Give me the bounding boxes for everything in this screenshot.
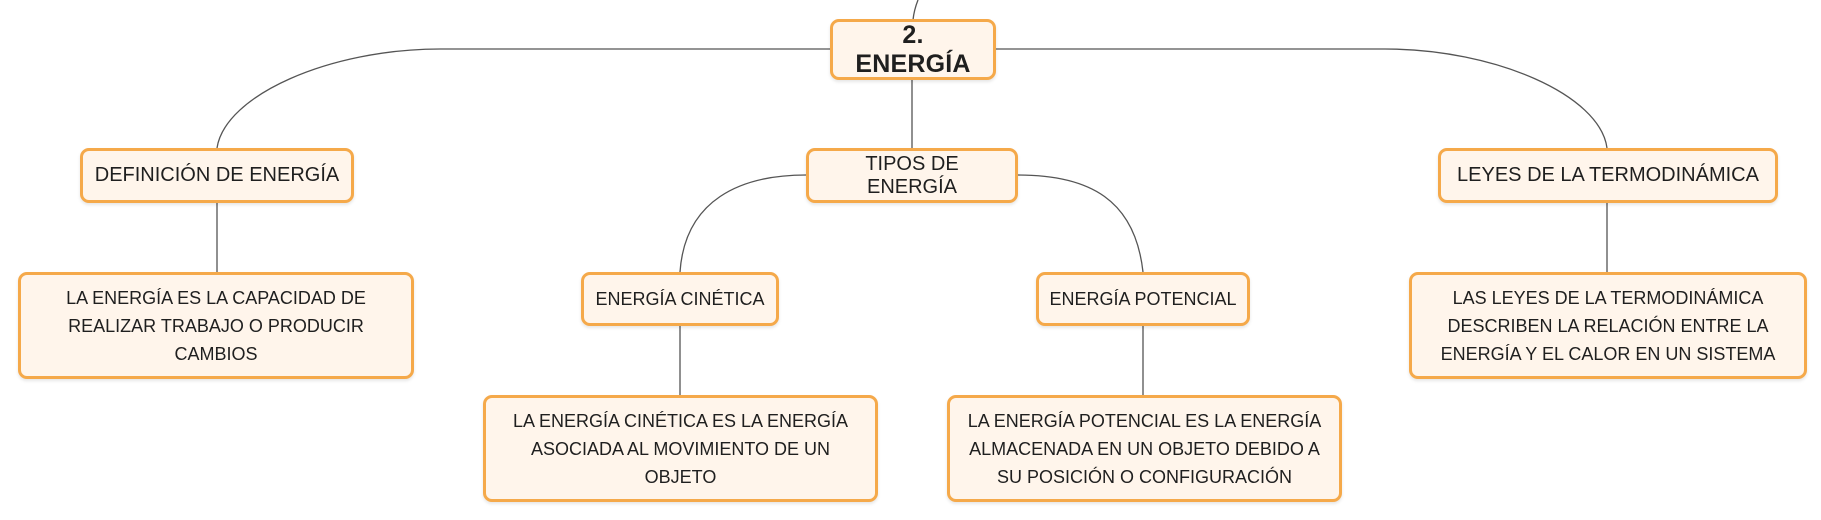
tipos-energia-label: TIPOS DE ENERGÍA xyxy=(865,152,959,198)
energia-cinetica-desc-node[interactable]: LA ENERGÍA CINÉTICA ES LA ENERGÍA ASOCIA… xyxy=(483,395,878,502)
energia-cinetica-label: ENERGÍA CINÉTICA xyxy=(595,288,765,309)
energia-potencial-desc-text: LA ENERGÍA POTENCIAL ES LA ENERGÍA ALMAC… xyxy=(967,410,1322,487)
definicion-energia-node[interactable]: DEFINICIÓN DE ENERGÍA xyxy=(80,148,354,203)
energia-cinetica-desc-text: LA ENERGÍA CINÉTICA ES LA ENERGÍA ASOCIA… xyxy=(512,410,849,487)
connector-root-definicion xyxy=(216,48,830,149)
energia-potencial-desc-node[interactable]: LA ENERGÍA POTENCIAL ES LA ENERGÍA ALMAC… xyxy=(947,395,1342,502)
energia-cinetica-node[interactable]: ENERGÍA CINÉTICA xyxy=(581,272,779,326)
energia-potencial-label: ENERGÍA POTENCIAL xyxy=(1049,288,1237,309)
definicion-energia-desc-node[interactable]: LA ENERGÍA ES LA CAPACIDAD DE REALIZAR T… xyxy=(18,272,414,379)
connector-root-leyes xyxy=(996,48,1608,149)
definicion-energia-desc-text: LA ENERGÍA ES LA CAPACIDAD DE REALIZAR T… xyxy=(66,287,366,364)
leyes-termodinamica-label: LEYES DE LA TERMODINÁMICA xyxy=(1457,164,1759,186)
leyes-termodinamica-desc-node[interactable]: LAS LEYES DE LA TERMODINÁMICA DESCRIBEN … xyxy=(1409,272,1807,379)
connector-parent-root xyxy=(912,0,919,21)
connector-tipos-potencial xyxy=(1017,174,1144,273)
root-node[interactable]: 2. ENERGÍA xyxy=(830,19,996,80)
definicion-energia-label: DEFINICIÓN DE ENERGÍA xyxy=(94,164,340,186)
leyes-termodinamica-node[interactable]: LEYES DE LA TERMODINÁMICA xyxy=(1438,148,1778,203)
tipos-energia-node[interactable]: TIPOS DE ENERGÍA xyxy=(806,148,1018,203)
root-node-label: 2. ENERGÍA xyxy=(855,20,971,78)
leyes-termodinamica-desc-text: LAS LEYES DE LA TERMODINÁMICA DESCRIBEN … xyxy=(1440,287,1776,364)
connector-tipos-cinetica xyxy=(679,174,807,273)
energia-potencial-node[interactable]: ENERGÍA POTENCIAL xyxy=(1036,272,1250,326)
